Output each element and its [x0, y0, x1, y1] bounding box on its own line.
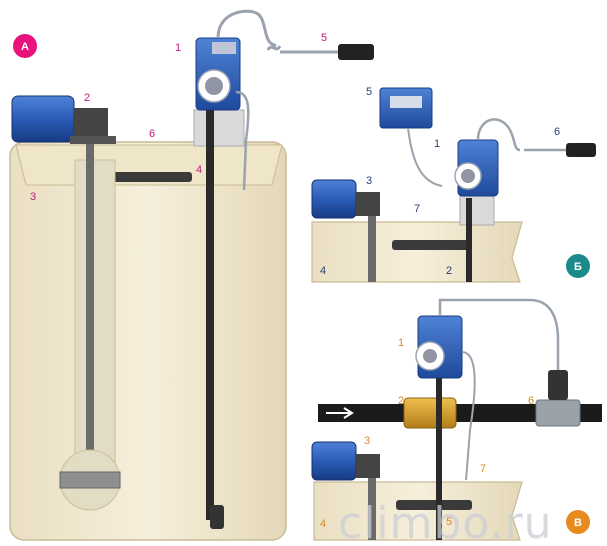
pump-b-bracket — [459, 194, 495, 226]
label-c-2: 2 — [398, 395, 404, 407]
watermark: climbo.ru — [338, 498, 553, 546]
label-b-7: 7 — [414, 203, 420, 215]
panel-c: В 1 2 3 4 5 6 7 — [311, 298, 602, 541]
foot-valve-a — [210, 505, 224, 529]
suction-pipe-a — [206, 110, 214, 520]
label-c-3: 3 — [364, 435, 370, 447]
brass-fitting-c — [403, 397, 457, 429]
injection-valve-a — [338, 44, 374, 60]
discharge-hose-a-break — [266, 45, 282, 51]
motor-a-gearbox — [74, 108, 108, 140]
tank-b-hatch — [392, 240, 470, 250]
label-c-4: 4 — [320, 518, 326, 530]
agitator-tube-a — [74, 159, 116, 471]
discharge-hose-c — [438, 298, 560, 370]
badge-b — [566, 254, 590, 278]
agitator-shaft-b — [368, 216, 376, 282]
label-a-4: 4 — [196, 164, 202, 176]
panel-b: Б 1 2 3 4 5 6 7 — [311, 86, 596, 283]
controller-b-cable — [407, 127, 443, 187]
label-c-7: 7 — [480, 463, 486, 475]
tank-b — [311, 221, 523, 283]
pump-c-head-core — [423, 349, 437, 363]
discharge-hose-b — [476, 118, 521, 152]
suction-pipe-b — [466, 198, 472, 282]
tank-a — [9, 141, 287, 541]
badge-c-label: В — [574, 517, 582, 529]
motor-c-gearbox — [356, 454, 380, 478]
injection-valve-b — [566, 143, 596, 157]
pump-b-head-core — [461, 169, 475, 183]
label-b-5: 5 — [366, 86, 372, 98]
label-a-2: 2 — [84, 92, 90, 104]
level-hose-a — [235, 90, 250, 191]
label-a-3: 3 — [30, 191, 36, 203]
label-b-3: 3 — [366, 175, 372, 187]
injection-valve-c — [548, 370, 568, 400]
tank-a-hatch — [110, 172, 192, 182]
pump-a-bracket — [193, 109, 245, 147]
motor-a-mount — [70, 136, 116, 144]
pump-a-display — [212, 42, 236, 54]
tank-c — [313, 481, 523, 541]
panel-a: А 1 2 3 4 5 6 — [9, 9, 374, 541]
motor-a — [11, 95, 75, 143]
controller-b-display — [390, 96, 422, 108]
label-c-5: 5 — [446, 516, 452, 528]
badge-c — [566, 510, 590, 534]
label-a-6: 6 — [149, 128, 155, 140]
tee-injection-c — [535, 399, 581, 427]
label-b-1: 1 — [434, 138, 440, 150]
tank-c-hatch — [396, 500, 472, 510]
suction-pipe-c — [436, 378, 442, 540]
level-hose-c — [461, 351, 476, 481]
motor-c — [311, 441, 357, 481]
badge-a — [13, 34, 37, 58]
badge-b-label: Б — [574, 261, 582, 273]
label-a-1: 1 — [175, 42, 181, 54]
main-pipe-c — [318, 404, 602, 422]
label-b-6: 6 — [554, 126, 560, 138]
label-c-1: 1 — [398, 337, 404, 349]
motor-b — [311, 179, 357, 219]
agitator-shaft-c — [368, 478, 376, 540]
badge-a-label: А — [21, 41, 29, 53]
pump-a-head-core — [205, 77, 223, 95]
label-a-5: 5 — [321, 32, 327, 44]
label-b-2: 2 — [446, 265, 452, 277]
discharge-hose-a — [216, 9, 277, 48]
agitator-propeller-a — [59, 471, 121, 489]
motor-b-gearbox — [356, 192, 380, 216]
label-b-4: 4 — [320, 265, 326, 277]
agitator-shaft-a — [86, 140, 94, 492]
label-c-6: 6 — [528, 395, 534, 407]
flow-arrow-c — [326, 407, 354, 419]
